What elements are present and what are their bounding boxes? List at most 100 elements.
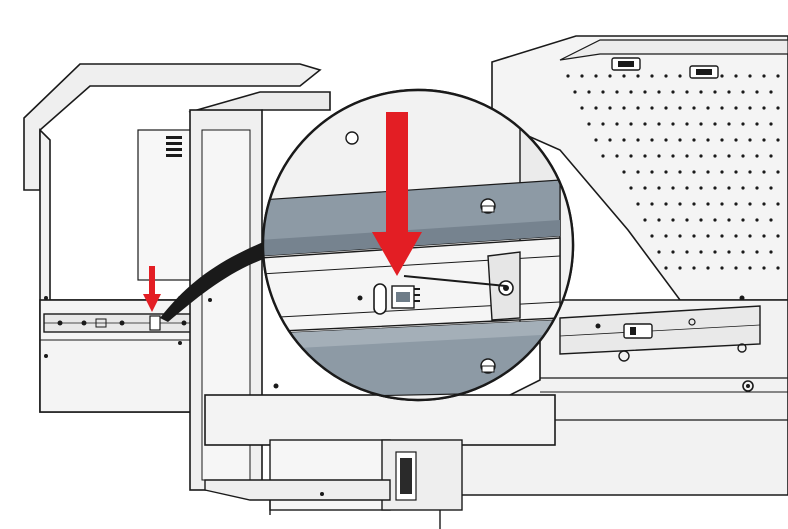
perforation-hole: [699, 250, 703, 254]
perforation-hole: [650, 202, 654, 206]
perforation-hole: [664, 202, 668, 206]
perforation-hole: [741, 186, 745, 190]
perforation-hole: [608, 106, 612, 110]
perforation-hole: [629, 90, 633, 94]
perforation-hole: [678, 202, 682, 206]
perforation-hole: [741, 154, 745, 158]
perforation-hole: [601, 122, 605, 126]
perforation-hole: [636, 106, 640, 110]
perforation-hole: [769, 186, 773, 190]
perforation-hole: [713, 186, 717, 190]
perforation-hole: [741, 90, 745, 94]
perforation-hole: [762, 266, 766, 270]
perforation-hole: [699, 218, 703, 222]
perforation-hole: [713, 154, 717, 158]
perforation-hole: [755, 90, 759, 94]
perforation-hole: [748, 74, 752, 78]
perforation-hole: [692, 170, 696, 174]
right-drawer-assembly: [459, 295, 788, 496]
perforation-hole: [594, 74, 598, 78]
perforation-hole: [713, 122, 717, 126]
perforation-hole: [580, 74, 584, 78]
perforation-hole: [601, 154, 605, 158]
perforation-hole: [685, 218, 689, 222]
perforation-holes: [566, 74, 780, 270]
perforation-hole: [650, 106, 654, 110]
perforation-hole: [622, 74, 626, 78]
perforation-hole: [776, 138, 780, 142]
perforation-hole: [587, 90, 591, 94]
perforation-hole: [706, 266, 710, 270]
perforation-hole: [769, 250, 773, 254]
vent-slots: [166, 136, 182, 157]
perforation-hole: [671, 154, 675, 158]
perforation-hole: [720, 106, 724, 110]
perforation-hole: [692, 266, 696, 270]
perforation-hole: [636, 74, 640, 78]
perforation-hole: [776, 170, 780, 174]
perforation-hole: [699, 154, 703, 158]
perforation-hole: [657, 250, 661, 254]
arrow-down-icon: [372, 112, 422, 276]
perforation-hole: [573, 90, 577, 94]
perforation-hole: [755, 154, 759, 158]
perforation-hole: [671, 218, 675, 222]
right-slide-rail: [559, 305, 761, 355]
perforation-hole: [776, 202, 780, 206]
perforation-hole: [776, 106, 780, 110]
lower-front-panel: [204, 394, 556, 529]
perforation-hole: [664, 266, 668, 270]
perforation-hole: [727, 186, 731, 190]
perforation-hole: [692, 106, 696, 110]
perforation-hole: [594, 106, 598, 110]
perforation-hole: [762, 74, 766, 78]
perforation-hole: [643, 154, 647, 158]
perforation-hole: [706, 234, 710, 238]
perforation-hole: [776, 74, 780, 78]
perforation-hole: [713, 218, 717, 222]
perforation-hole: [727, 250, 731, 254]
perforation-hole: [769, 122, 773, 126]
perforation-hole: [748, 234, 752, 238]
perforation-hole: [601, 90, 605, 94]
perforation-hole: [762, 170, 766, 174]
perforation-hole: [755, 186, 759, 190]
perforation-hole: [727, 218, 731, 222]
perforation-hole: [720, 138, 724, 142]
perforation-hole: [594, 138, 598, 142]
perforation-hole: [685, 250, 689, 254]
perforation-hole: [657, 90, 661, 94]
perforation-hole: [769, 218, 773, 222]
perforation-hole: [762, 202, 766, 206]
perforation-hole: [657, 122, 661, 126]
perforation-hole: [643, 90, 647, 94]
perforation-hole: [685, 90, 689, 94]
perforation-hole: [734, 234, 738, 238]
perforation-hole: [643, 218, 647, 222]
perforation-hole: [741, 218, 745, 222]
perforation-hole: [622, 138, 626, 142]
perforation-hole: [650, 74, 654, 78]
perforation-hole: [678, 266, 682, 270]
perforation-hole: [720, 202, 724, 206]
perforation-hole: [748, 202, 752, 206]
perforation-hole: [608, 74, 612, 78]
perforation-hole: [671, 250, 675, 254]
left-slide-rail: [43, 313, 193, 333]
perforation-hole: [734, 138, 738, 142]
label-plate: [395, 451, 417, 501]
perforation-hole: [713, 90, 717, 94]
perforation-hole: [678, 74, 682, 78]
perforation-hole: [706, 170, 710, 174]
perforation-hole: [720, 170, 724, 174]
perforation-hole: [755, 250, 759, 254]
perforation-hole: [692, 138, 696, 142]
perforation-hole: [706, 138, 710, 142]
perforation-hole: [748, 138, 752, 142]
perforation-hole: [650, 138, 654, 142]
perforation-hole: [608, 138, 612, 142]
perforation-hole: [727, 122, 731, 126]
perforation-hole: [636, 202, 640, 206]
